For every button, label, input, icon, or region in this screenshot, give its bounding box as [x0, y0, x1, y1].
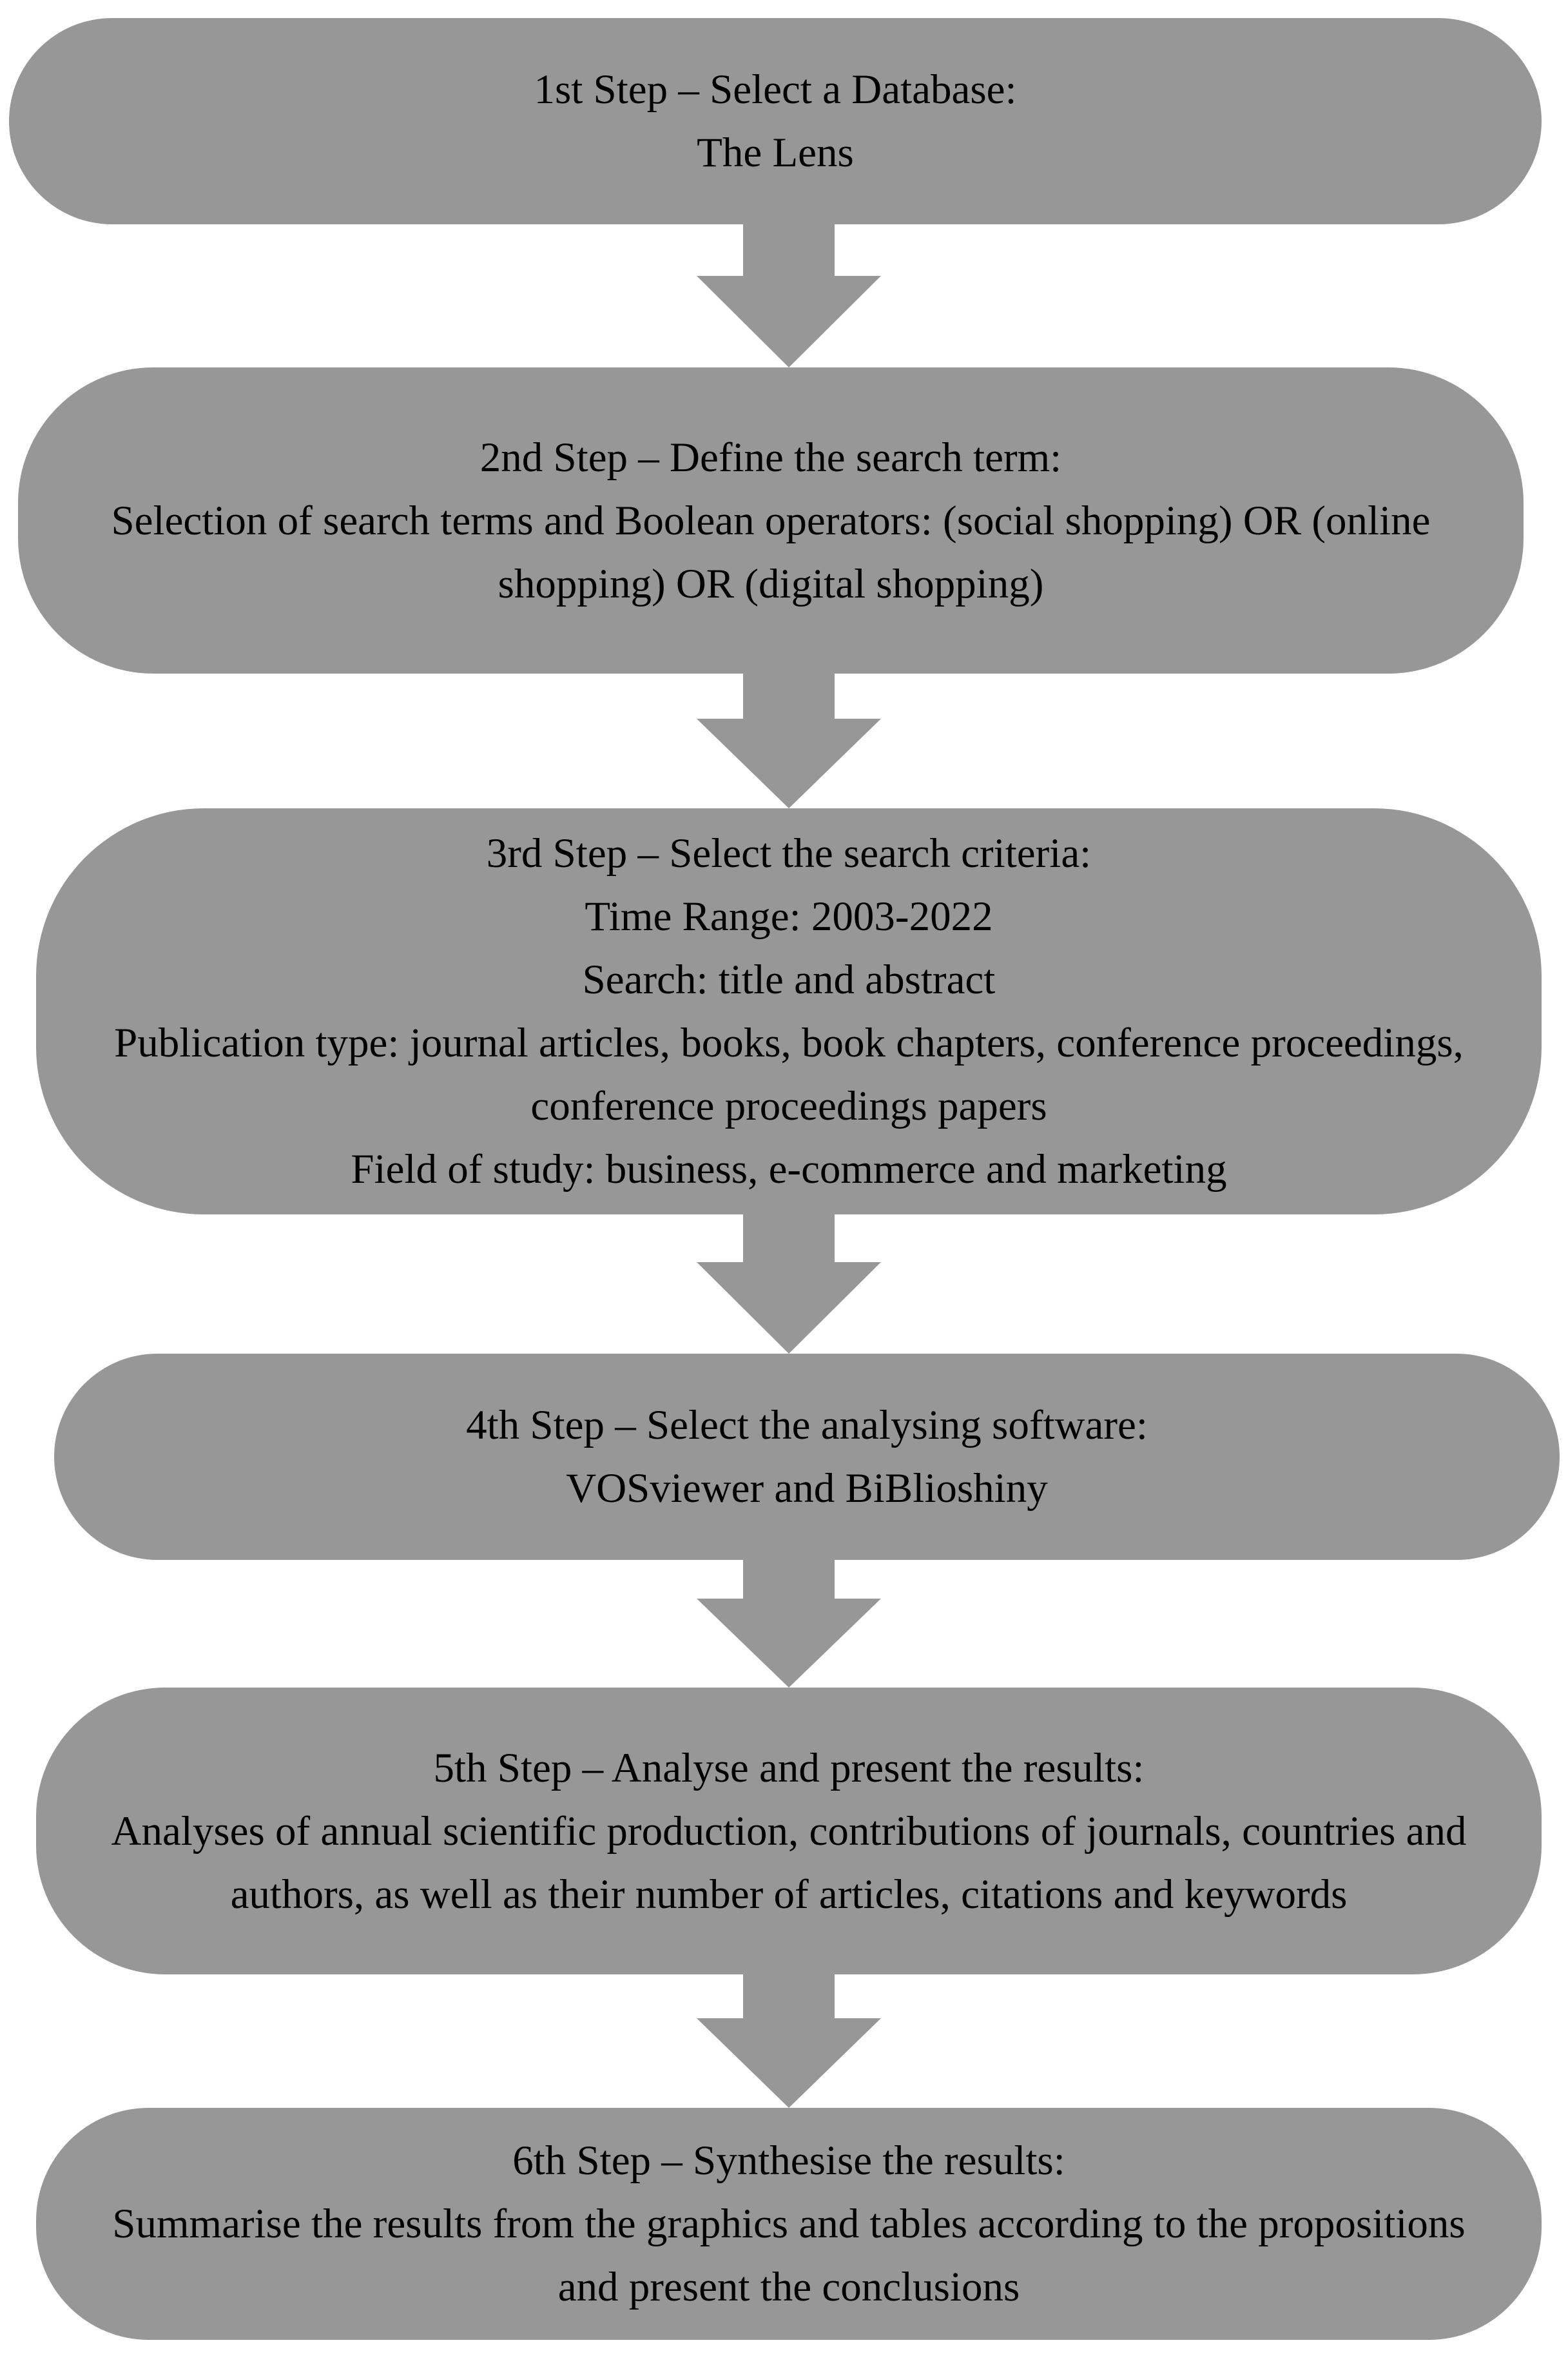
step-5-title: 5th Step – Analyse and present the resul… [433, 1744, 1145, 1791]
step-2-box: 2nd Step – Define the search term: Selec… [18, 367, 1524, 674]
step-1-line-1: The Lens [697, 130, 854, 176]
step-4-box: 4th Step – Select the analysing software… [54, 1354, 1560, 1560]
step-2-line-1: Selection of search terms and Boolean op… [111, 497, 1431, 544]
down-arrow-icon [697, 224, 881, 367]
step-3-title: 3rd Step – Select the search criteria: [486, 830, 1092, 877]
step-2-title: 2nd Step – Define the search term: [479, 434, 1062, 481]
step-6-line-2: and present the conclusions [557, 2264, 1020, 2310]
down-arrow-icon [697, 1560, 881, 1688]
step-1-title: 1st Step – Select a Database: [534, 66, 1017, 113]
step-5-line-1: Analyses of annual scientific production… [111, 1807, 1467, 1855]
down-arrow-icon [697, 674, 881, 808]
step-3-line-5: Field of study: business, e-commerce and… [351, 1146, 1227, 1193]
step-6-box: 6th Step – Synthesise the results: Summa… [36, 2108, 1542, 2340]
down-arrow-icon [697, 1974, 881, 2108]
step-1-box: 1st Step – Select a Database: The Lens [9, 18, 1542, 224]
step-4-line-1: VOSviewer and BiBlioshiny [566, 1465, 1048, 1512]
step-6-line-1: Summarise the results from the graphics … [112, 2201, 1466, 2247]
step-3-box: 3rd Step – Select the search criteria: T… [36, 808, 1542, 1214]
step-3-line-1: Time Range: 2003-2022 [585, 893, 993, 940]
step-3-line-3: Publication type: journal articles, book… [114, 1020, 1464, 1066]
step-6-title: 6th Step – Synthesise the results: [512, 2137, 1065, 2184]
step-5-box: 5th Step – Analyse and present the resul… [36, 1688, 1542, 1974]
step-5-line-2: authors, as well as their number of arti… [230, 1871, 1348, 1918]
step-3-line-4: conference proceedings papers [530, 1083, 1047, 1129]
step-4-title: 4th Step – Select the analysing software… [466, 1402, 1148, 1448]
down-arrow-icon [697, 1214, 881, 1354]
step-2-line-2: shopping) OR (digital shopping) [498, 560, 1044, 607]
step-3-line-2: Search: title and abstract [582, 957, 996, 1003]
